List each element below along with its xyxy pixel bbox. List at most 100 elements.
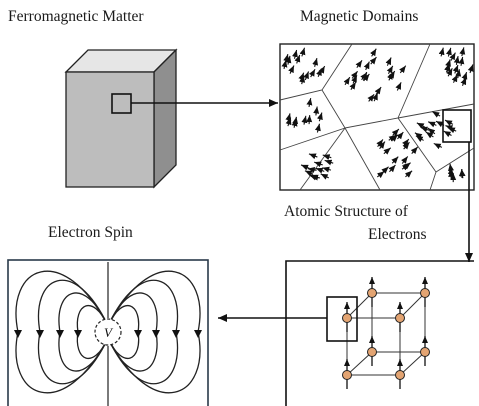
domain-arrow: [349, 81, 357, 90]
domain-arrow: [388, 164, 396, 173]
electron-spin-label: Electron Spin: [48, 224, 133, 241]
domain-arrow: [427, 127, 436, 135]
field-arrow: [14, 330, 22, 338]
domain-arrow: [369, 56, 377, 65]
domain-arrow: [388, 70, 396, 80]
domain-arrow: [301, 115, 308, 125]
domain-arrow: [444, 119, 454, 127]
domain-arrow: [312, 57, 319, 67]
domain-arrow: [395, 82, 402, 91]
domain-arrow: [433, 142, 443, 150]
domain-arrow: [306, 97, 313, 108]
domain-arrow: [308, 68, 316, 78]
cube-front-face: [65, 71, 155, 188]
domain-arrow: [343, 76, 351, 86]
domain-arrow: [399, 65, 407, 74]
domain-arrow: [383, 147, 392, 155]
ferromagnetic-matter-label: Ferromagnetic Matter: [8, 8, 144, 25]
atomic-zoom-box: [326, 296, 358, 342]
domain-arrow: [459, 47, 466, 57]
lattice-edge: [346, 351, 373, 376]
domain-arrow: [449, 52, 456, 61]
domain-arrow: [385, 57, 392, 66]
field-arrow: [74, 330, 82, 338]
domain-arrow: [467, 64, 474, 74]
domain-arrow: [446, 68, 453, 77]
domain-arrow: [363, 61, 370, 71]
domain-arrow: [420, 126, 430, 133]
field-arrow: [152, 330, 160, 338]
domain-arrow: [310, 174, 320, 181]
domain-arrow: [288, 65, 295, 74]
field-lines: [14, 262, 202, 406]
domain-arrow: [410, 146, 419, 155]
domains-zoom-box: [442, 109, 472, 143]
atom: [420, 347, 430, 357]
spin-particle: [94, 318, 122, 346]
field-arrow: [36, 330, 44, 338]
atom: [342, 313, 352, 323]
domain-arrow: [401, 163, 410, 171]
domain-arrow: [367, 93, 375, 102]
cube-side-face: [153, 48, 177, 189]
atomic-structure-label-line2: Electrons: [368, 226, 427, 243]
atom: [420, 288, 430, 298]
atomic-structure-panel: [285, 260, 474, 406]
domain-arrow: [291, 118, 298, 128]
atom: [395, 370, 405, 380]
domain-arrow: [313, 161, 323, 168]
domain-arrow: [322, 166, 332, 173]
domain-arrow: [391, 156, 399, 164]
domain-arrow: [396, 131, 404, 140]
magnetic-domains-panel: [279, 43, 475, 191]
domains-frame: [279, 43, 475, 191]
domain-arrow: [306, 115, 313, 125]
domain-arrow: [322, 154, 332, 160]
domain-arrow: [307, 167, 317, 173]
atom: [342, 370, 352, 380]
domain-arrows: [281, 47, 474, 183]
lattice-edge: [399, 292, 426, 319]
domain-arrow: [404, 170, 413, 178]
domain-arrow: [443, 130, 452, 138]
domain-arrow: [308, 153, 318, 160]
domain-arrow: [455, 69, 462, 79]
field-arrow: [134, 330, 142, 338]
domain-arrow: [445, 59, 451, 69]
domain-arrow: [427, 121, 437, 128]
domain-arrow: [432, 111, 441, 118]
atomic-lattice: [342, 277, 430, 389]
lattice-edge: [346, 292, 373, 319]
domain-arrow: [445, 125, 455, 131]
domain-arrow: [294, 54, 301, 64]
domain-arrow: [402, 141, 410, 150]
domain-arrow: [292, 49, 298, 59]
atom: [395, 313, 405, 323]
domain-arrow: [458, 56, 465, 66]
domain-arrow: [461, 71, 468, 81]
spin-symbol: V: [104, 325, 114, 340]
domain-arrow: [303, 71, 310, 81]
domain-arrow: [318, 65, 326, 75]
domain-arrow: [374, 86, 382, 95]
domain-arrow: [376, 170, 385, 179]
field-arrow: [56, 330, 64, 338]
atomic-frame: [285, 260, 474, 406]
domain-arrow: [453, 55, 460, 65]
domain-arrow: [446, 47, 452, 57]
domain-arrow: [415, 135, 424, 142]
domain-arrow: [304, 170, 314, 177]
domain-arrow: [285, 117, 292, 127]
atom: [367, 288, 377, 298]
electron-spin-panel: V: [7, 259, 209, 406]
domain-arrow: [448, 163, 454, 173]
domain-arrow: [401, 156, 409, 164]
domain-arrow: [299, 47, 306, 57]
domain-arrow: [317, 112, 323, 122]
domain-arrow: [425, 131, 434, 139]
domain-arrow: [320, 173, 329, 180]
domain-arrow: [391, 128, 400, 137]
domain-arrow: [438, 47, 445, 57]
ferromagnetic-cube: [64, 48, 178, 189]
